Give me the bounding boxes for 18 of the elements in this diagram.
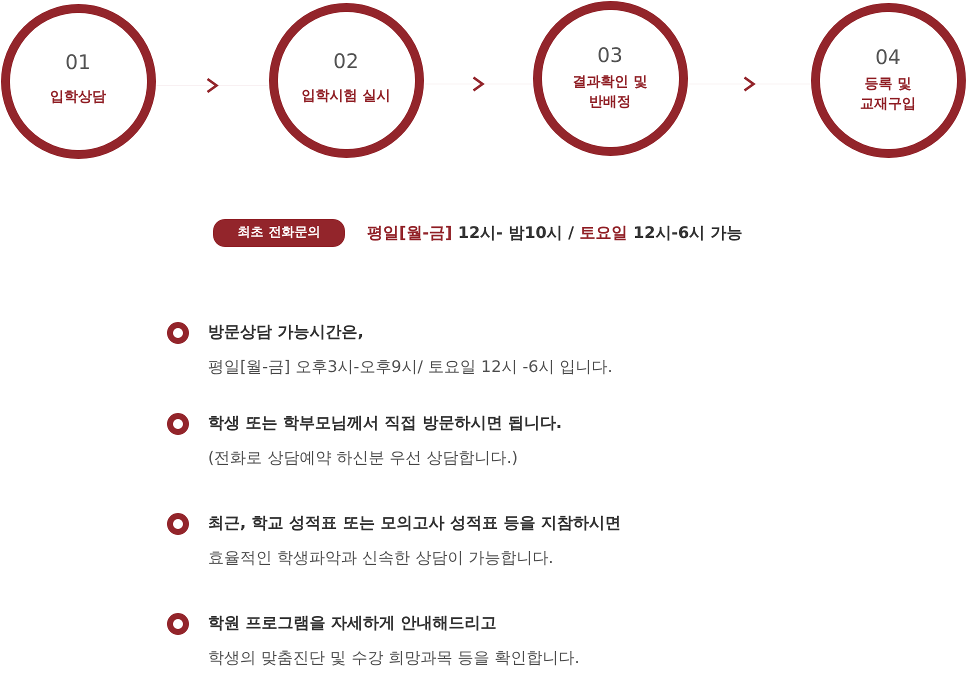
item-text: 효율적인 학생파악과 신속한 상담이 가능합니다. [208, 548, 554, 569]
step-label: 등록 및 교재구입 [859, 74, 917, 114]
badge: 최초 전화문의 [213, 219, 345, 247]
item-text: (전화로 상담예약 하신분 우선 상담합니다.) [208, 448, 518, 469]
step-number: 03 [596, 42, 624, 66]
item-heading: 방문상담 가능시간은, [208, 322, 364, 343]
step-label: 결과확인 및 반배정 [572, 72, 648, 112]
step-number: 04 [874, 44, 902, 68]
step-label: 입학시험 실시 [300, 86, 392, 106]
item-text: 학생의 맞춤진단 및 수강 희망과목 등을 확인합니다. [208, 648, 580, 669]
item-heading: 최근, 학교 성적표 또는 모의고사 성적표 등을 지참하시면 [208, 513, 622, 534]
hours-text: 평일[월-금] 12시- 밤10시 / 토요일 12시-6시 가능 [367, 223, 743, 244]
step-label: 입학상담 [49, 88, 107, 106]
step-number: 01 [64, 50, 92, 74]
item-heading: 학원 프로그램을 자세하게 안내해드리고 [208, 613, 497, 634]
item-text: 평일[월-금] 오후3시-오후9시/ 토요일 12시 -6시 입니다. [208, 357, 613, 378]
item-heading: 학생 또는 학부모님께서 직접 방문하시면 됩니다. [208, 413, 562, 434]
step-number: 02 [332, 48, 360, 72]
